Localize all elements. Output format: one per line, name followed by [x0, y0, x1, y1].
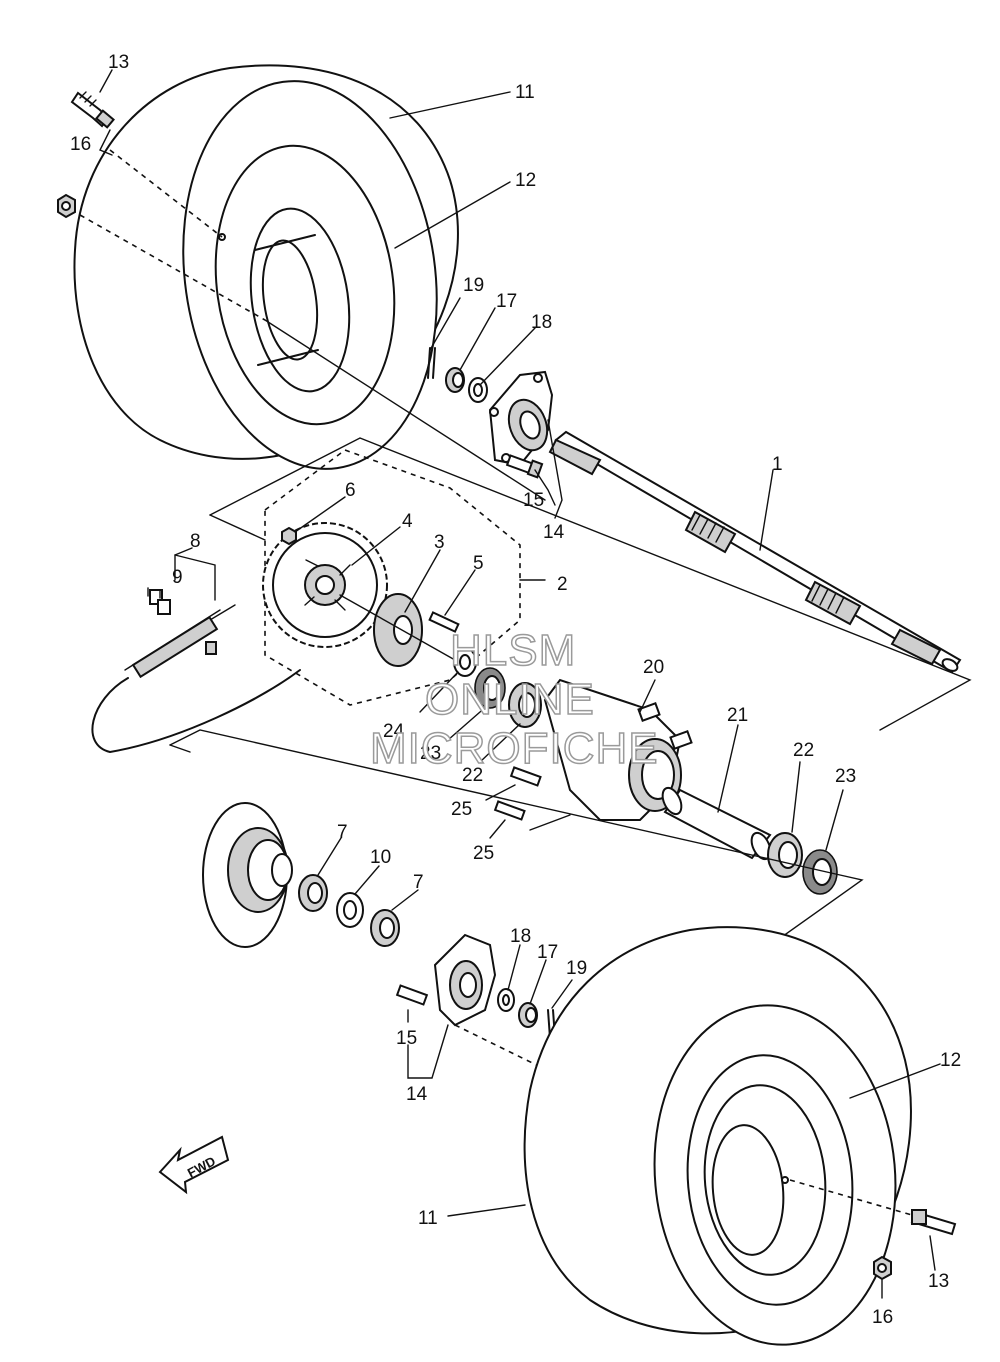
- callout-11-top: 11: [515, 82, 535, 103]
- drive-chain: [91, 554, 301, 753]
- oil-seal-right: [802, 849, 838, 895]
- callout-9: 9: [172, 567, 183, 588]
- callout-21: 21: [727, 705, 748, 726]
- callout-23-left: 23: [420, 743, 441, 764]
- brake-disc-hub: [202, 802, 293, 948]
- callout-24: 24: [383, 721, 405, 742]
- callout-17-top: 17: [496, 291, 517, 312]
- callout-18-top: 18: [531, 312, 552, 333]
- rear-wheel-top: [73, 64, 459, 470]
- callout-23-right: 23: [835, 766, 856, 787]
- callout-12-top: 12: [515, 170, 536, 191]
- callout-12-bot: 12: [940, 1050, 961, 1071]
- callout-14-bot: 14: [406, 1084, 428, 1105]
- callout-15-top: 15: [523, 490, 544, 511]
- drive-sprocket: [262, 522, 388, 648]
- leader-lines: [99, 69, 941, 1299]
- callout-4: 4: [402, 511, 413, 532]
- callout-18-bot: 18: [510, 926, 531, 947]
- housing-bolt-a: [509, 766, 542, 787]
- oil-seal-left: [474, 667, 506, 709]
- watermark-line3: MICROFICHE: [370, 724, 659, 773]
- lock-washer: [336, 892, 364, 928]
- callout-10: 10: [370, 847, 391, 868]
- hub-bolt-bottom: [395, 984, 429, 1006]
- callout-15-bot: 15: [396, 1028, 417, 1049]
- callout-1: 1: [772, 454, 783, 475]
- callout-17-bot: 17: [537, 942, 558, 963]
- cotter-pin-top: [427, 347, 436, 379]
- callout-2: 2: [557, 574, 568, 595]
- callout-16-top: 16: [70, 134, 91, 155]
- castle-nut-top: [445, 367, 465, 393]
- callout-20: 20: [643, 657, 664, 678]
- fwd-arrow-icon: FWD: [158, 1135, 230, 1195]
- callout-7-b: 7: [413, 872, 424, 893]
- nut-bottom: [873, 1255, 892, 1281]
- spacer-tube: [661, 786, 772, 861]
- washer-top: [468, 377, 488, 403]
- watermark-line2: ONLINE: [425, 675, 595, 724]
- callout-7-a: 7: [337, 822, 348, 843]
- callout-labels: 13 16 11 12 19 17 18 1 15 14 6 4 3 5 8 9…: [70, 52, 961, 1328]
- watermark-line1: HLSM: [450, 626, 576, 675]
- wheel-hub-bottom: [433, 933, 497, 1027]
- callout-6: 6: [345, 480, 356, 501]
- callout-19-bot: 19: [566, 958, 587, 979]
- bearing-left: [508, 682, 542, 728]
- locknut-a: [298, 874, 328, 912]
- sprocket-bolt: [428, 611, 460, 633]
- callout-13-bot: 13: [928, 1271, 949, 1292]
- callout-8: 8: [190, 531, 201, 552]
- collar-24: [453, 647, 477, 677]
- callout-25-b: 25: [473, 843, 494, 864]
- callout-22-right: 22: [793, 740, 814, 761]
- castle-nut-bottom: [518, 1002, 538, 1028]
- sprocket-nut: [281, 526, 297, 546]
- bearing-right: [767, 832, 803, 878]
- callout-11-bot: 11: [418, 1208, 438, 1229]
- callout-3: 3: [434, 532, 445, 553]
- washer-bottom: [497, 988, 515, 1012]
- bearing-housing: [543, 678, 693, 821]
- nut-top: [57, 193, 76, 219]
- callout-25-a: 25: [451, 799, 472, 820]
- callout-13-top: 13: [108, 52, 129, 73]
- callout-5: 5: [473, 553, 484, 574]
- callout-19-top: 19: [463, 275, 484, 296]
- callout-14-top: 14: [543, 522, 565, 543]
- callout-22-left: 22: [462, 765, 483, 786]
- wheel-hub-top: [488, 370, 554, 467]
- rear-wheel-bottom: [523, 926, 912, 1346]
- sprocket-flange: [373, 593, 423, 667]
- locknut-b: [370, 909, 400, 947]
- valve-stem-top: [70, 91, 115, 129]
- watermark: HLSM ONLINE MICROFICHE: [369, 625, 659, 774]
- callout-16-bot: 16: [872, 1307, 893, 1328]
- rear-axle-shaft: [548, 430, 962, 674]
- valve-stem-bottom: [910, 1209, 957, 1236]
- housing-bolt-b: [493, 800, 526, 821]
- hub-bolt-top: [505, 454, 544, 479]
